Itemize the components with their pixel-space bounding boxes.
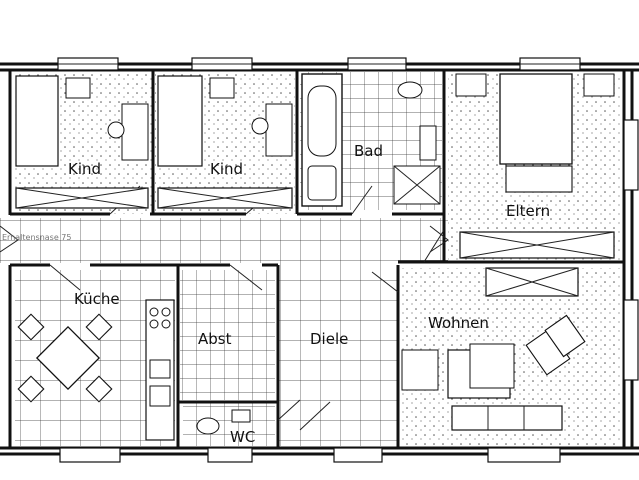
label-abst: Abst xyxy=(198,330,232,348)
label-bad: Bad xyxy=(354,142,383,160)
windows xyxy=(57,57,639,463)
label-diele: Diele xyxy=(310,330,348,348)
room-labels: Kind Kind Bad Eltern Küche Abst Diele Wo… xyxy=(2,142,550,446)
corridor-arrows xyxy=(0,225,449,253)
label-eltern: Eltern xyxy=(506,202,550,220)
label-corridor-note: Erhaltensnase 75 xyxy=(2,233,71,242)
label-wc: WC xyxy=(230,428,255,446)
furniture-kind-right xyxy=(157,75,293,209)
furniture-kind-left xyxy=(15,75,149,209)
furniture-kueche xyxy=(17,299,175,441)
label-kind-right: Kind xyxy=(210,160,243,178)
interior-walls xyxy=(10,70,624,448)
furniture-bad xyxy=(301,73,441,207)
label-kueche: Küche xyxy=(74,290,120,308)
furniture-eltern xyxy=(455,73,615,259)
furniture-wc xyxy=(196,409,251,435)
label-wohnen: Wohnen xyxy=(428,314,489,332)
label-kind-left: Kind xyxy=(68,160,101,178)
furniture-wohnen xyxy=(401,267,586,431)
